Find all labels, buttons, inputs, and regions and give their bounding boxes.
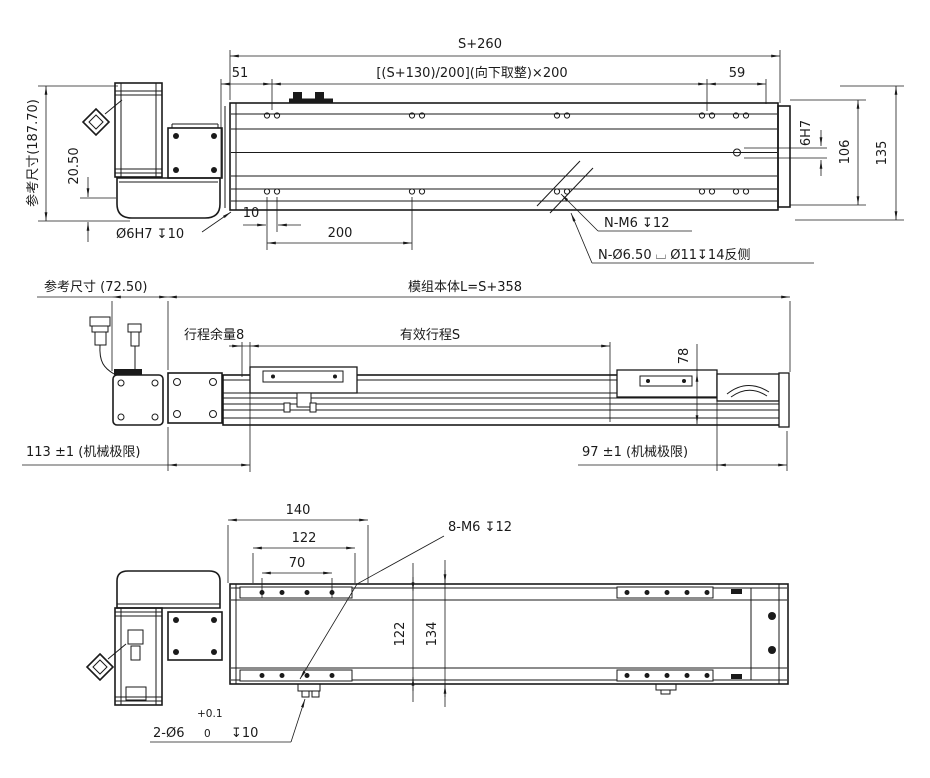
pin-hole-depth: ↧10	[231, 726, 258, 741]
dim-right-offset: 59	[729, 66, 746, 81]
label-pin-holes: 2-Ø6 +0.1 0 ↧10	[153, 708, 258, 741]
dim-body-width-134: 134	[425, 622, 440, 647]
end-hole	[768, 612, 776, 620]
dim-hole-pitch: 200	[328, 226, 353, 241]
dim-effective-stroke: 有效行程S	[400, 328, 460, 343]
bottom-view-dimensions	[150, 518, 447, 743]
side-view-pulley-housing	[716, 372, 790, 428]
bottom-view: 140 122 70 8-M6 ↧12 122 134 2-Ø6 +0.1 0 …	[85, 503, 789, 743]
top-view: S+260 51 [(S+130)/200](向下取整)×200 59 6H7 …	[25, 37, 904, 264]
side-view: 参考尺寸 (72.50) 模组本体L=S+358 行程余量8 有效行程S 78 …	[22, 279, 791, 472]
carriage-top-tabs	[289, 92, 333, 103]
top-view-dimensions	[38, 50, 904, 264]
dim-hole-pair-pitch: 10	[243, 206, 260, 221]
dim-body-width: 106	[838, 140, 853, 165]
dim-carriage-width-122: 122	[292, 531, 317, 546]
label-counterbore-holes: N-Ø6.50 ⌴ Ø11↧14反侧	[598, 248, 750, 263]
dim-center-slot-tolerance: 6H7	[799, 120, 814, 146]
carriage-hole-plates	[239, 586, 353, 682]
end-hole	[768, 646, 776, 654]
dim-left-mech-limit: 113 ±1 (机械极限)	[26, 445, 140, 460]
bottom-view-motor-assembly	[85, 570, 223, 706]
label-tapped-holes: N-M6 ↧12	[604, 216, 669, 231]
cable-connector-icon	[81, 99, 123, 137]
bottom-view-body	[229, 583, 789, 698]
dim-overall-length: S+260	[458, 37, 502, 52]
pin-hole-tol-lower: 0	[204, 728, 211, 740]
dim-carriage-height: 78	[677, 348, 692, 365]
dim-ref-height: 参考尺寸(187.70)	[25, 99, 41, 207]
dim-motor-ref-width: 参考尺寸 (72.50)	[44, 279, 148, 295]
side-view-carriage	[249, 366, 358, 413]
cable-connector-icon	[85, 643, 127, 682]
end-block-plates	[616, 586, 742, 682]
belt-tensioner-tabs	[297, 683, 677, 698]
dim-carriage-width-140: 140	[286, 503, 311, 518]
pin-hole-tol-upper: +0.1	[197, 708, 223, 720]
side-view-dimensions	[22, 295, 791, 472]
dim-body-length: 模组本体L=S+358	[408, 280, 522, 295]
label-carriage-tapped-holes: 8-M6 ↧12	[448, 520, 512, 535]
dim-hole-pattern-formula: [(S+130)/200](向下取整)×200	[376, 65, 567, 81]
top-view-body	[229, 92, 791, 214]
side-view-carriage-end-position	[616, 369, 718, 398]
dim-stroke-margin: 行程余量8	[184, 327, 244, 343]
dim-right-mech-limit: 97 ±1 (机械极限)	[582, 445, 688, 460]
top-view-motor-assembly	[81, 82, 226, 219]
center-pin-hole	[733, 148, 741, 157]
mounting-hole-pairs	[263, 112, 750, 195]
dim-left-offset: 51	[232, 66, 249, 81]
dim-hole-row-pitch: 122	[393, 622, 408, 647]
dim-base-height: 20.50	[67, 147, 82, 184]
dim-carriage-width-70: 70	[289, 556, 306, 571]
pin-hole-prefix: 2-Ø6	[153, 726, 184, 741]
label-locating-pin-hole: Ø6H7 ↧10	[116, 227, 184, 242]
side-view-motor-assembly	[89, 316, 223, 426]
dim-table-width: 135	[875, 141, 890, 166]
